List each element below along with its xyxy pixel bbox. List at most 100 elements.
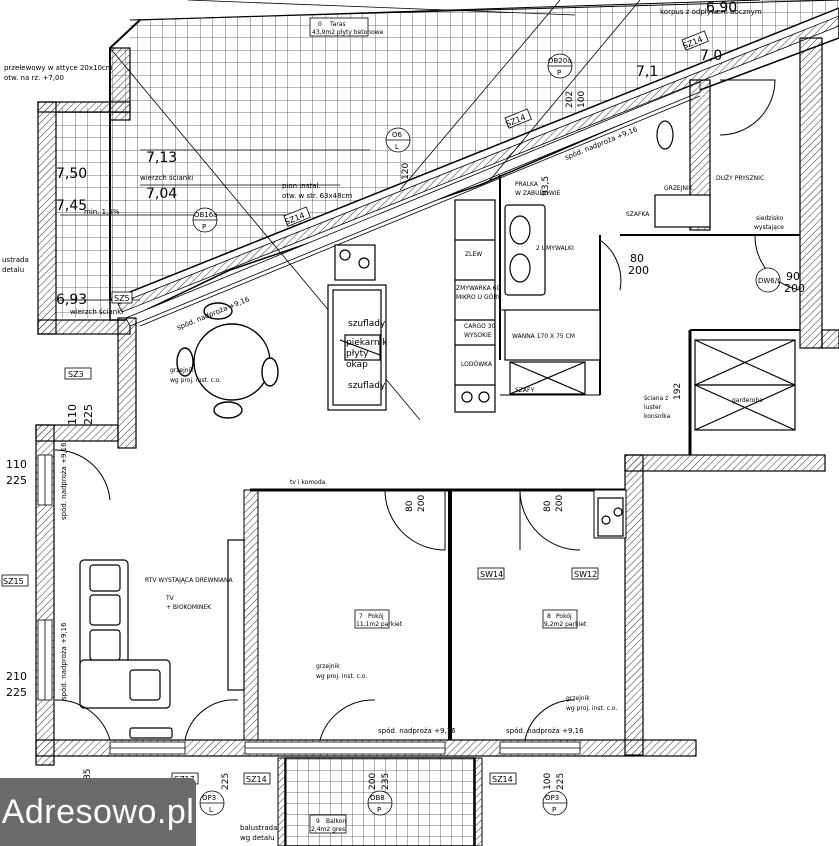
door-ob16a-side: P [202,223,206,231]
level-note-min: min. 1,5% [84,208,120,216]
dim-80-c: 80 [630,252,644,265]
terrace-left-parapet [37,47,131,335]
note-balustrada-left-1: ustrada [2,256,29,264]
label-sciana-1: ściana z [644,395,668,402]
level-7-45: 7,45 [56,198,87,214]
label-garderoba: garderoba [732,397,763,404]
note-attic-2: otw. w str. 63x48cm [282,192,352,200]
level-7-04: 7,04 [146,186,177,202]
label-piekarnik-1: piekarnik [346,338,388,348]
tag-sz14-b: SZ14 [492,775,513,784]
room-8-name: Pokój [556,613,572,620]
note-balustrada-bottom-1: balustrada [240,824,277,832]
dim-110-b: 110 [6,458,27,471]
tag-sz3: SZ3 [68,370,84,379]
room-7-name: Pokój [368,613,384,620]
note-beam-2: otw. na rz. +7,00 [4,74,64,82]
dim-110-a: 110 [66,404,79,425]
tag-sw12: SW12 [574,570,597,579]
label-szafy: SZAFY [515,387,534,394]
level-7-0: 7,0 [700,48,722,64]
door-o6-side: L [395,143,399,151]
radiator-2-note: wg proj. inst. c.o. [316,673,367,680]
room-8-area: 9,2m2 parkiet [544,621,587,628]
radiator-3-label: grzejnik [566,695,590,702]
label-piekarnik-2: płyty [346,349,369,359]
label-cargo-1: CARGO 30 [464,323,496,330]
label-wanna: WANNA 170 X 75 CM [512,333,575,340]
left-windows [37,454,53,701]
level-7-1: 7,1 [636,64,658,80]
note-balustrada-left-2: detalu [2,266,24,274]
terrace-top-name: Taras [329,21,346,28]
radiator-1-label: grzejnik [170,367,194,374]
label-biokominek: + BIOKOMINEK [166,604,212,611]
note-beam-1: przełewowy w attyce 20x10cm [4,64,113,72]
dim-200-e: 200 [368,773,378,790]
level-6-90: 6,90 [706,0,737,16]
dim-210: 210 [6,670,27,683]
door-op3a-code: OP3 [202,794,216,802]
level-6-93: 6,93 [56,292,87,308]
room-8-num: 8 [547,613,551,620]
tag-sz14-a: SZ14 [246,775,267,784]
radiator-2-label: grzejnik [316,663,340,670]
door-swings [54,79,801,741]
terrace-top-num: 0 [318,21,322,28]
label-siedzisko-1: siedzisko [756,215,783,222]
sill-6: spód. nadproża +9,16 [506,727,584,735]
dim-225-a: 225 [82,404,95,425]
dim-200-c: 200 [628,264,649,277]
tag-sw14: SW14 [480,570,503,579]
label-rtv: RTV WYSTAJĄCA DREWNIANA [145,577,233,584]
tv-unit [227,539,245,691]
label-siedzisko-2: wystające [754,224,784,231]
dim-100: 100 [543,773,553,790]
dim-93-5: 93,5 [541,176,551,196]
kitchen-island [327,284,387,411]
note-attic: pion instal. [282,182,321,190]
dim-225-b: 225 [6,474,27,487]
label-cargo-2: WYSOKIE [464,332,492,339]
label-grzejnik-top: GRZEJNIK [664,185,694,192]
room-9-area: 2,4m2 gres [311,826,345,833]
room-7-area: 11,1m2 parkiet [356,621,403,628]
door-ob8-side: P [377,806,381,814]
room-7-num: 7 [359,613,363,620]
dim-90: 90 [786,270,800,283]
dim-200-d: 200 [784,282,805,295]
dim-235: 235 [381,773,391,790]
door-op3a-side: L [209,806,213,814]
dim-225-c: 225 [6,686,27,699]
door-dw6-code: DW6/L [758,277,781,285]
dim-80-b: 80 [543,500,553,512]
label-pralka-1: PRALKA [515,181,539,188]
label-tv-komoda: tv i komoda [290,479,326,486]
bottom-windows [109,741,581,755]
level-7-13: 7,13 [146,150,177,166]
level-note-wierzch-1: wierzch ścianki [140,174,193,182]
dim-225-e: 225 [221,773,231,790]
diagonal-wall [109,7,839,327]
label-lodowka: LODÓWKA [461,361,493,368]
tag-sz5: SZ5 [114,294,130,303]
dim-80-a: 80 [405,500,415,512]
room-9-name: Balkon [326,818,346,825]
dim-225-d: 225 [556,773,566,790]
label-szuflady-2: szuflady [348,381,386,391]
label-tv: TV [165,595,175,602]
label-pralka-2: W ZABUDOWIE [515,190,561,197]
dim-200-a: 200 [417,495,427,512]
door-ob20a-code: OB20a [548,57,572,65]
label-duzy-prysznic: DUŻY PRYSZNIC [716,175,764,182]
level-note-wierzch-2: wierzch ścianki [70,308,123,316]
door-op3b-side: P [552,806,556,814]
kitchen-column [334,199,496,413]
door-ob8-code: OB8 [370,794,385,802]
door-o6-code: O6 [392,131,403,139]
dim-100-b: 100 [577,91,587,108]
label-szafka: SZAFKA [626,211,650,218]
label-piekarnik-3: okap [346,360,368,370]
label-sciana-2: luster [644,404,662,411]
sill-3: spód. nadproża +9,16 [60,442,68,520]
